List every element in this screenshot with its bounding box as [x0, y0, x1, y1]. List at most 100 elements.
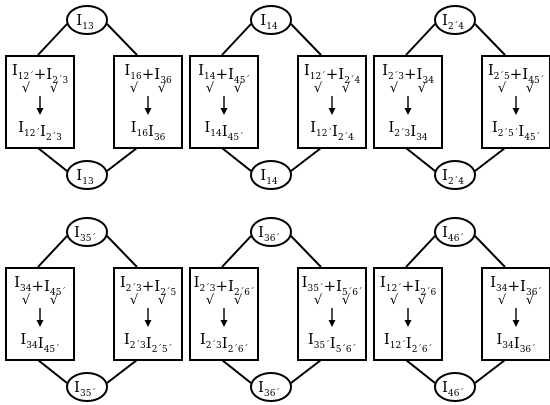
subscript: 12´ — [386, 283, 402, 294]
symbol: I — [74, 378, 80, 396]
symbol: I — [76, 11, 82, 29]
connector-line — [290, 359, 322, 384]
left-box-equation: I12´+I2´6 — [380, 273, 437, 298]
left-box-equation: I14+I45´ — [198, 61, 250, 86]
connector-line — [37, 147, 68, 172]
connector-line — [106, 147, 138, 172]
subscript: 2´6´ — [234, 287, 254, 298]
check-mark-icon: √ — [390, 293, 399, 308]
arrow-down-icon — [220, 108, 228, 115]
top-node — [250, 5, 292, 35]
symbol: I — [388, 118, 394, 136]
subscript: 5´6´ — [342, 287, 362, 298]
symbol: I — [200, 330, 206, 348]
subscript: 14 — [204, 72, 216, 82]
check-mark-icon: √ — [50, 293, 59, 308]
plus-sign: + — [507, 277, 520, 295]
subscript: 35´ — [80, 388, 96, 399]
check-mark-icon: √ — [234, 293, 243, 308]
connector-line — [106, 359, 138, 384]
top-node — [66, 5, 108, 35]
symbol: I — [222, 122, 228, 140]
plus-sign: + — [402, 277, 415, 295]
subscript: 14 — [266, 177, 278, 187]
symbol: I — [74, 223, 80, 241]
right-box-result: I34I36´ — [496, 330, 535, 355]
symbol: I — [46, 65, 52, 83]
top-node — [66, 217, 108, 247]
check-mark-icon: √ — [418, 81, 427, 96]
connector-line — [290, 23, 322, 56]
subscript: 2´5´ — [498, 128, 518, 139]
symbol: I — [198, 61, 204, 79]
plus-sign: + — [510, 65, 523, 83]
check-mark-icon: √ — [130, 81, 139, 96]
bottom-node-label: I2´4 — [442, 166, 464, 187]
module-6: I12´+I2´6√√I12´I2´6´I34+I36´√√I34I36´I46… — [373, 217, 550, 402]
left-box-result: I12´I2´6´ — [384, 330, 432, 355]
check-mark-icon: √ — [314, 293, 323, 308]
connector-line — [474, 359, 506, 384]
subscript: 46´ — [448, 233, 464, 244]
connector-line — [474, 23, 506, 56]
subscript: 34 — [502, 341, 514, 351]
right-box-equation: I34+I36´ — [490, 273, 542, 298]
check-mark-icon: √ — [526, 81, 535, 96]
right-box-equation: I2´3+I2´5 — [120, 273, 177, 298]
connector-line — [37, 23, 68, 56]
symbol: I — [417, 65, 423, 83]
right-box-equation: I12´+I2´4 — [304, 61, 361, 86]
bottom-node-label: I14 — [260, 166, 278, 187]
check-mark-icon: √ — [342, 81, 351, 96]
symbol: I — [18, 118, 24, 136]
check-mark-icon: √ — [498, 293, 507, 308]
connector-line — [290, 147, 322, 172]
arrow-down-icon — [144, 320, 152, 327]
subscript: 13 — [82, 177, 94, 187]
right-box-result: I2´5´I45´ — [492, 118, 540, 143]
right-box-result: I35´I5´6´ — [308, 330, 356, 355]
check-mark-icon: √ — [418, 293, 427, 308]
subscript: 45´ — [50, 287, 66, 298]
symbol: I — [410, 122, 416, 140]
subscript: 12´ — [18, 71, 34, 82]
subscript: 2´4 — [344, 75, 360, 86]
subscript: 2´3 — [130, 340, 146, 351]
symbol: I — [380, 273, 386, 291]
arrow-down-icon — [404, 108, 412, 115]
subscript: 2´4 — [448, 176, 464, 187]
bottom-node — [66, 372, 108, 402]
symbol: I — [154, 65, 160, 83]
symbol: I — [222, 334, 228, 352]
symbol: I — [124, 61, 130, 79]
symbol: I — [310, 118, 316, 136]
subscript: 45´ — [44, 344, 60, 355]
symbol: I — [308, 330, 314, 348]
left-box-equation: I12´+I2´3 — [12, 61, 69, 86]
subscript: 14 — [266, 22, 278, 32]
check-mark-icon: √ — [158, 293, 167, 308]
left-box-result: I34I45´ — [20, 330, 59, 355]
left-box-equation: I2´3+I2´6´ — [194, 273, 255, 298]
symbol: I — [124, 330, 130, 348]
left-box-result: I12´I2´3 — [18, 118, 62, 143]
subscript: 2´3 — [52, 75, 68, 86]
symbol: I — [442, 378, 448, 396]
top-node-label: I2´4 — [442, 11, 464, 32]
symbol: I — [330, 334, 336, 352]
top-node-label: I14 — [260, 11, 278, 32]
left-box-equation: I2´3+I34 — [382, 61, 434, 86]
left-box-result: I2´3I2´6´ — [200, 330, 248, 355]
connector-line — [37, 359, 68, 384]
symbol: I — [131, 118, 137, 136]
symbol: I — [76, 166, 82, 184]
subscript: 2´3 — [394, 128, 410, 139]
subscript: 14 — [210, 129, 222, 139]
subscript: 36´ — [520, 344, 536, 355]
connector-line — [221, 23, 252, 56]
subscript: 34 — [26, 341, 38, 351]
top-node — [434, 217, 476, 247]
symbol: I — [12, 61, 18, 79]
symbol: I — [20, 330, 26, 348]
symbol: I — [442, 223, 448, 241]
